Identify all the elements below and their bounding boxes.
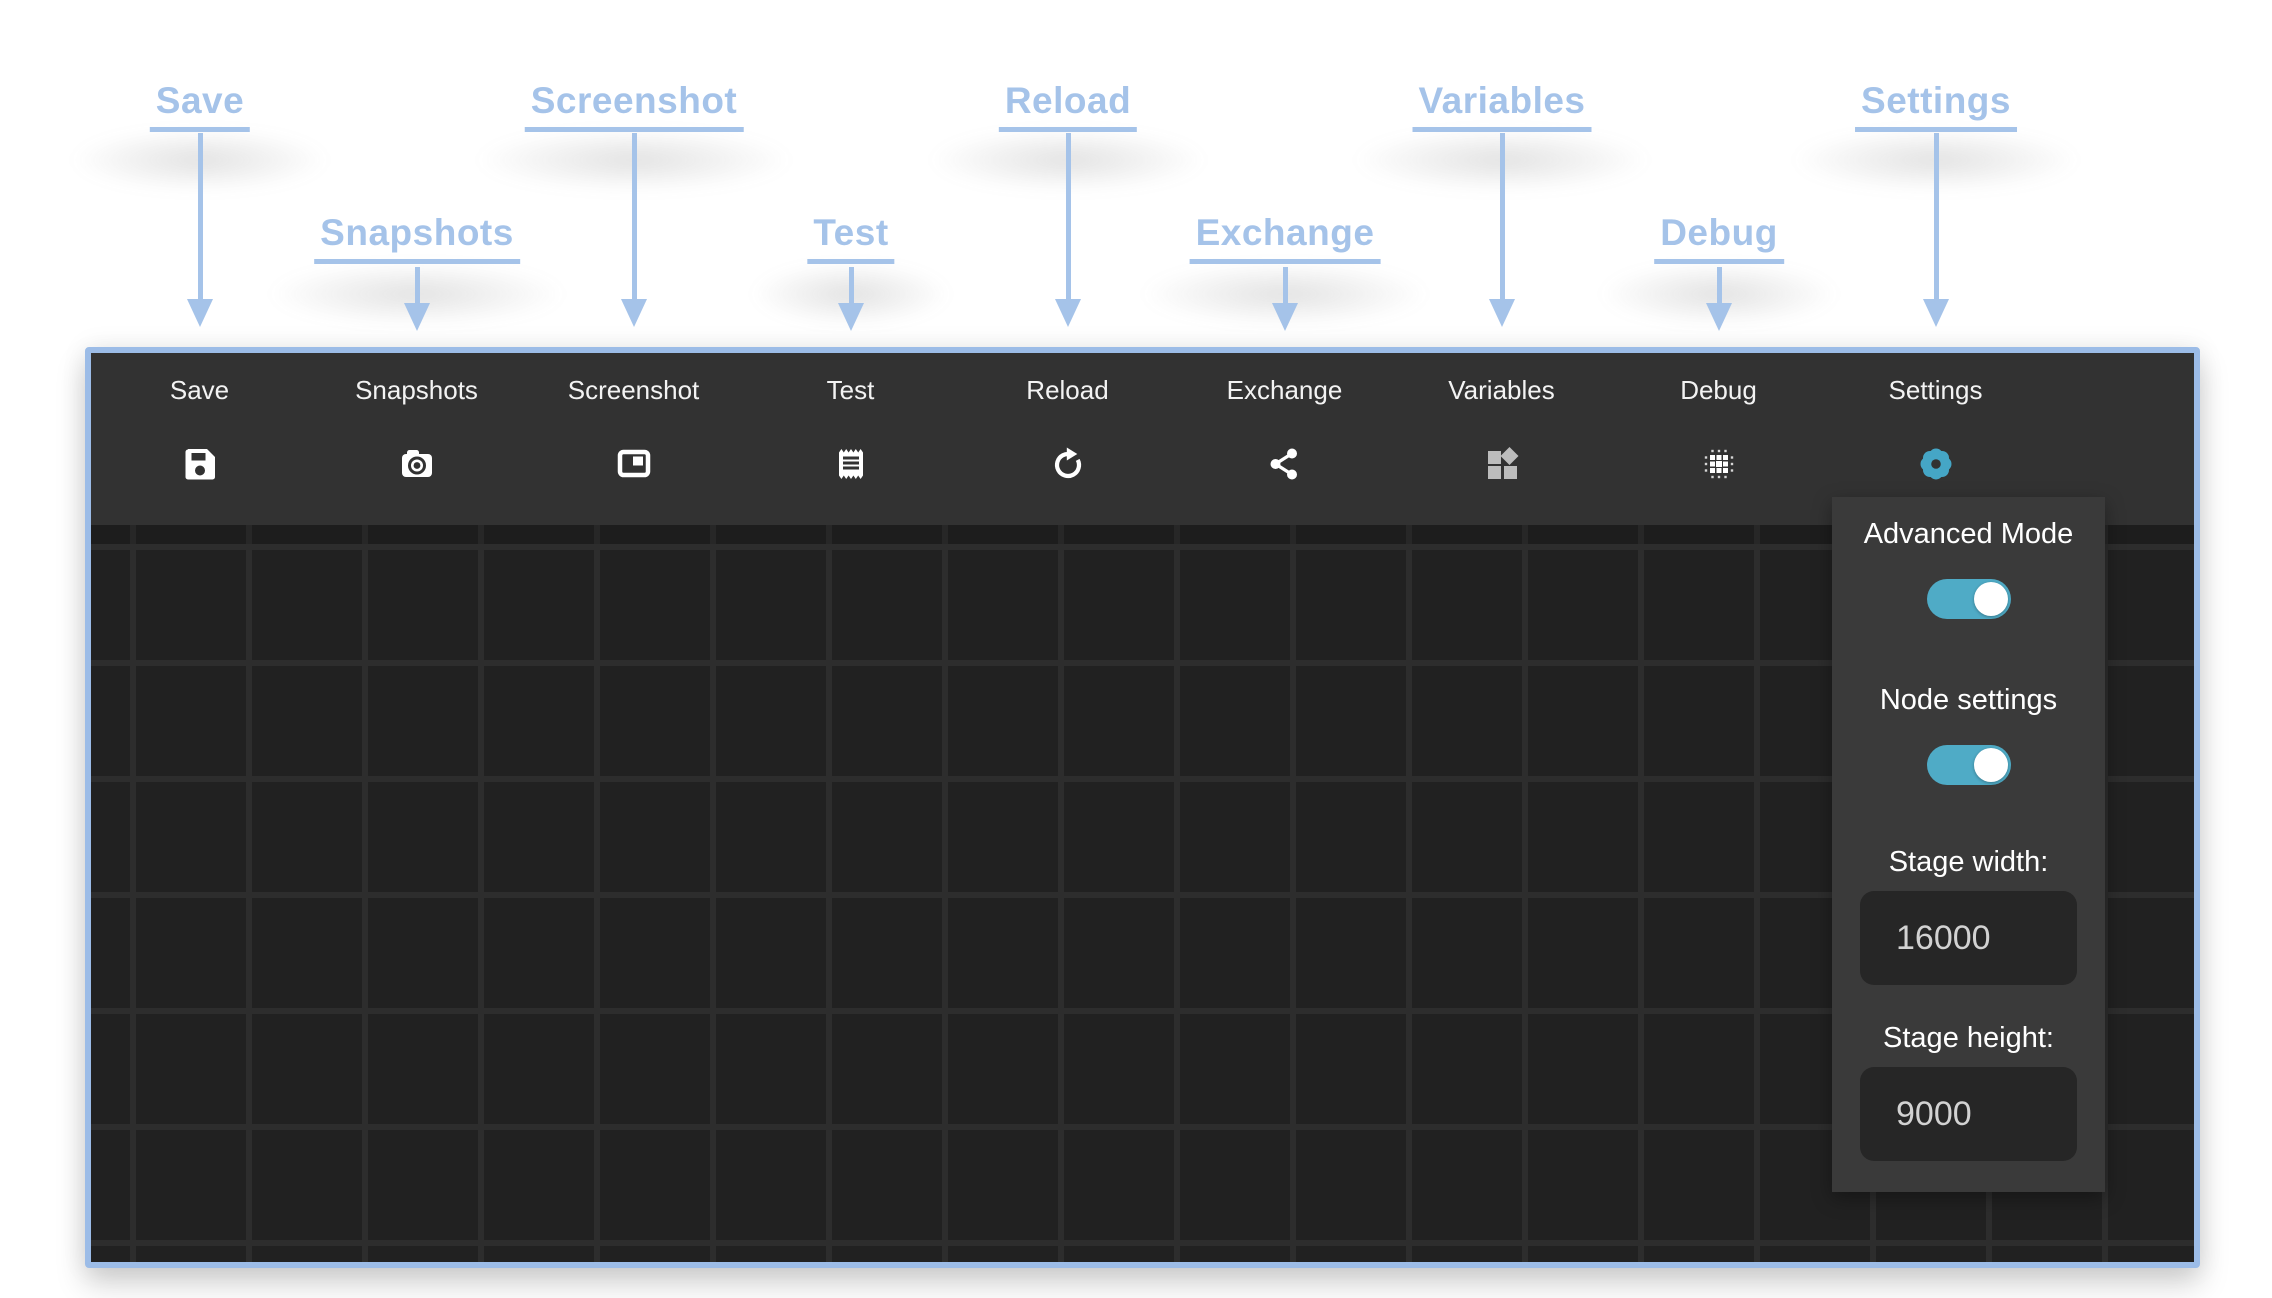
toolbar-item-label: Screenshot: [567, 375, 700, 405]
receipt-icon: [829, 442, 873, 486]
annotation-arrow-debug: [1706, 267, 1732, 331]
node-settings-label: Node settings: [1879, 684, 2058, 716]
stage-width-label: Stage width:: [1888, 846, 2049, 878]
toolbar-item-label: Exchange: [1226, 375, 1343, 405]
toolbar-item-screenshot[interactable]: Screenshot: [525, 353, 742, 525]
toolbar-item-label: Variables: [1448, 375, 1555, 405]
blocks-icon: [1480, 442, 1524, 486]
toolbar-item-debug[interactable]: Debug: [1610, 353, 1827, 525]
annotation-link-reload[interactable]: Reload: [998, 80, 1138, 132]
annotation-link-debug[interactable]: Debug: [1654, 212, 1784, 264]
advanced-mode-toggle[interactable]: [1926, 579, 2011, 619]
annotation-arrow-variables: [1489, 133, 1515, 327]
toolbar-item-label: Reload: [1026, 375, 1109, 405]
toolbar-item-save[interactable]: Save: [91, 353, 308, 525]
annotation-link-save[interactable]: Save: [149, 80, 251, 132]
stage-width-input[interactable]: [1860, 891, 2077, 985]
gear-icon: [1914, 442, 1958, 486]
canvas-top-shade: [91, 525, 2194, 544]
advanced-mode-label: Advanced Mode: [1863, 518, 2074, 550]
toolbar-item-settings[interactable]: Settings: [1827, 353, 2044, 525]
toolbar-item-exchange[interactable]: Exchange: [1176, 353, 1393, 525]
toolbar-item-label: Test: [826, 375, 875, 405]
annotation-arrow-screenshot: [621, 133, 647, 327]
reload-icon: [1046, 442, 1090, 486]
toolbar-item-label: Debug: [1680, 375, 1757, 405]
settings-panel: Advanced Mode Node settings Stage width:…: [1832, 497, 2105, 1192]
stage-height-input[interactable]: [1860, 1067, 2077, 1161]
toolbar-item-snapshots[interactable]: Snapshots: [308, 353, 525, 525]
toolbar-item-reload[interactable]: Reload: [959, 353, 1176, 525]
save-icon: [178, 442, 222, 486]
camera-icon: [395, 442, 439, 486]
annotation-arrow-reload: [1055, 133, 1081, 327]
toolbar-item-variables[interactable]: Variables: [1393, 353, 1610, 525]
annotation-link-screenshot[interactable]: Screenshot: [524, 80, 744, 132]
annotation-arrow-snapshots: [404, 267, 430, 331]
toolbar-item-test[interactable]: Test: [742, 353, 959, 525]
annotation-link-variables[interactable]: Variables: [1412, 80, 1592, 132]
annotation-link-exchange[interactable]: Exchange: [1189, 212, 1381, 264]
annotation-link-snapshots[interactable]: Snapshots: [314, 212, 520, 264]
node-settings-toggle[interactable]: [1926, 745, 2011, 785]
toolbar-item-label: Settings: [1888, 375, 1983, 405]
editor-window: Save Snapshots Screenshot Test Reload: [85, 347, 2200, 1268]
dots-grid-icon: [1697, 442, 1741, 486]
screenshot-icon: [612, 442, 656, 486]
share-icon: [1263, 442, 1307, 486]
annotation-link-settings[interactable]: Settings: [1855, 80, 2017, 132]
annotation-arrow-save: [187, 133, 213, 327]
stage-height-label: Stage height:: [1883, 1022, 2054, 1054]
toggle-knob: [1973, 582, 2008, 616]
annotation-arrow-exchange: [1272, 267, 1298, 331]
annotation-arrow-test: [838, 267, 864, 331]
toolbar-item-label: Snapshots: [355, 375, 478, 405]
toggle-knob: [1973, 748, 2008, 782]
annotation-arrow-settings: [1923, 133, 1949, 327]
toolbar: Save Snapshots Screenshot Test Reload: [91, 353, 2194, 525]
toolbar-item-label: Save: [169, 375, 230, 405]
annotation-link-test[interactable]: Test: [807, 212, 895, 264]
